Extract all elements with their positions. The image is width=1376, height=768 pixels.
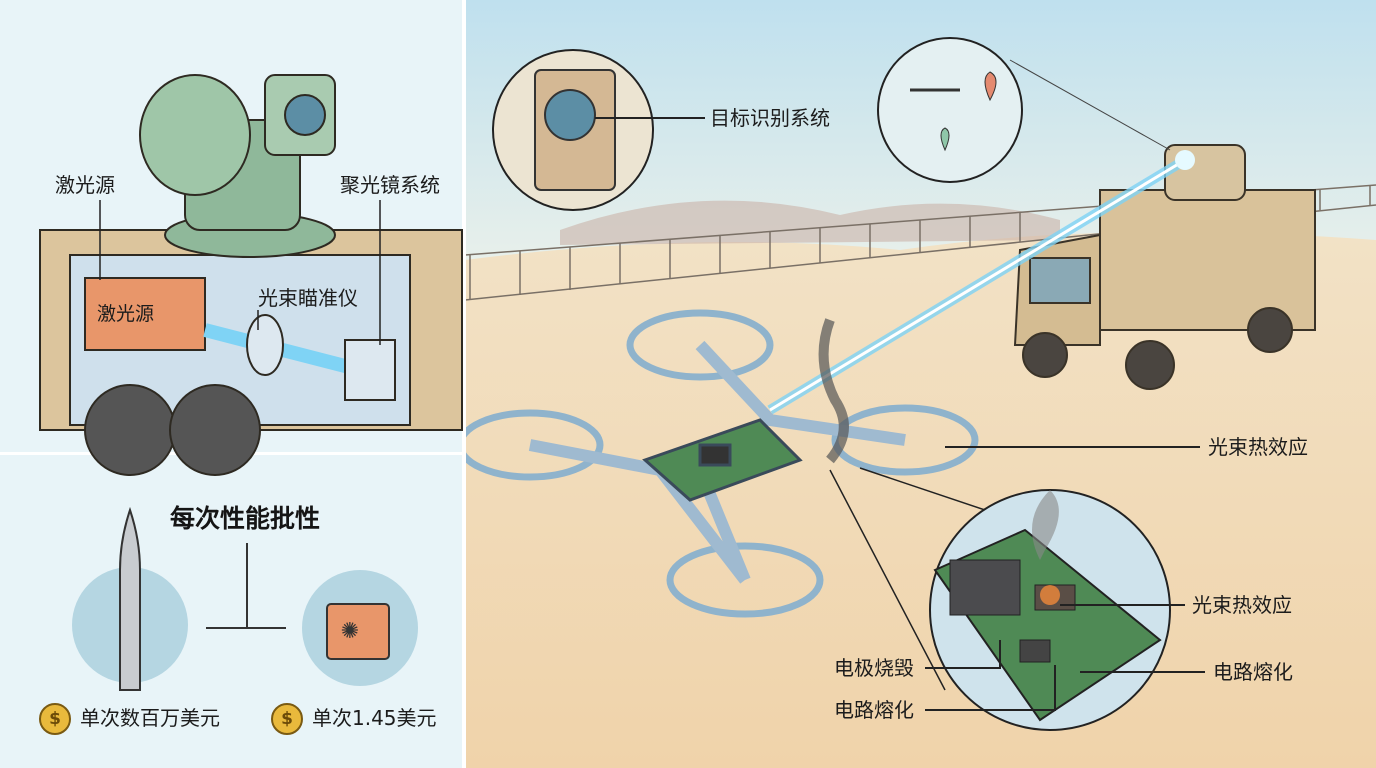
divider bbox=[462, 0, 466, 768]
laser-emitter-icon bbox=[326, 603, 390, 660]
beam-emitter-glow bbox=[1175, 150, 1195, 170]
laser-truck bbox=[1013, 144, 1316, 390]
missile-icon bbox=[119, 506, 141, 691]
laser-source-box bbox=[84, 277, 206, 351]
leader-lines bbox=[925, 446, 1205, 711]
label-circuit-melt-right: 电路熔化 bbox=[1213, 660, 1293, 684]
label-beam-heat-effect-chip: 光束热效应 bbox=[1192, 593, 1292, 617]
label-beam-heat-effect-drone: 光束热效应 bbox=[1208, 435, 1308, 459]
sky-targets-inset bbox=[877, 37, 1023, 183]
label-circuit-melt-left: 电路熔化 bbox=[834, 698, 914, 722]
coin-icon: $ bbox=[271, 703, 303, 735]
svg-text:✺: ✺ bbox=[341, 619, 359, 644]
cost-comparison-title: 每次性能批性 bbox=[170, 504, 321, 533]
drone bbox=[456, 309, 979, 618]
label-focusing-system: 聚光镜系统 bbox=[340, 173, 440, 197]
mountains bbox=[560, 200, 1060, 245]
label-target-recognition: 目标识别系统 bbox=[710, 106, 830, 130]
label-beam-aimer: 光束瞄准仪 bbox=[258, 286, 358, 310]
missile-cost: 单次数百万美元 bbox=[80, 706, 220, 730]
truck-cutaway bbox=[39, 74, 463, 476]
label-electrode-burnout: 电极烧毁 bbox=[834, 656, 914, 680]
label-laser-box: 激光源 bbox=[97, 303, 155, 325]
smoke bbox=[818, 318, 849, 464]
label-laser-source: 激光源 bbox=[55, 173, 115, 197]
coin-icon: $ bbox=[39, 703, 71, 735]
laser-cost: 单次1.45美元 bbox=[312, 706, 437, 730]
